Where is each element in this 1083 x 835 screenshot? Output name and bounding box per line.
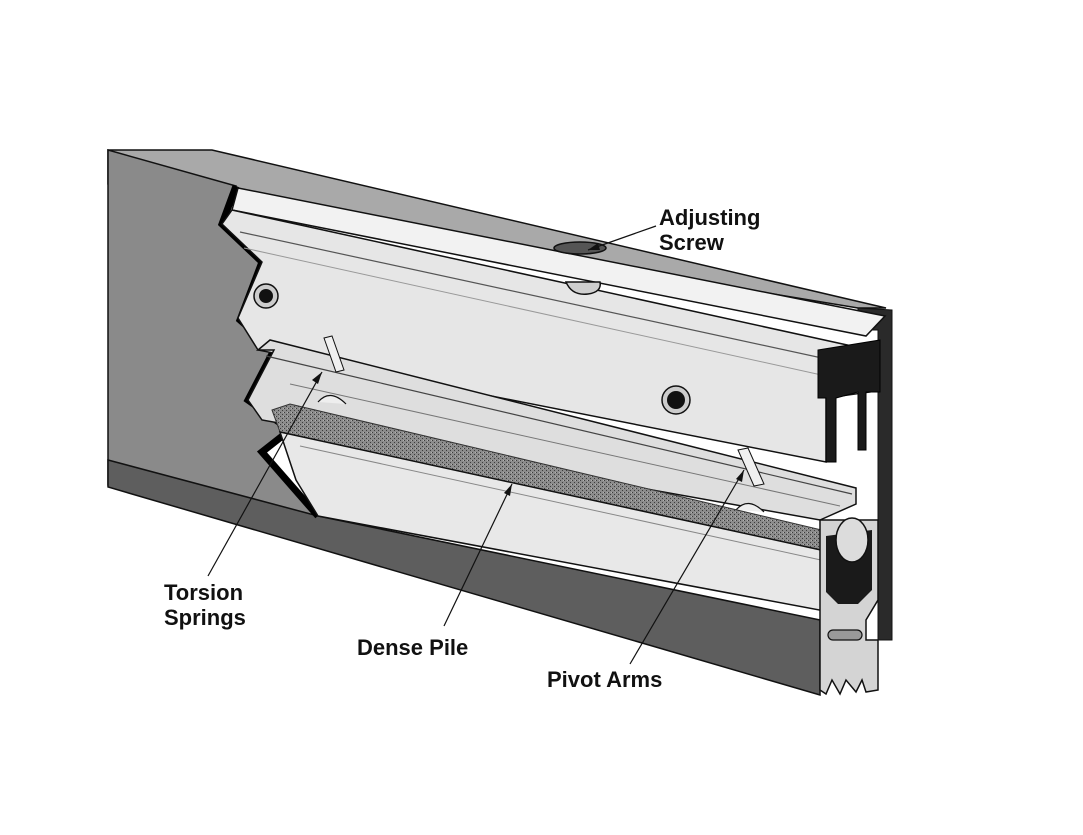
top-rail (231, 187, 887, 337)
end-roller (835, 517, 869, 563)
screw-notch (564, 281, 601, 295)
label-pivot-arms-text: Pivot Arms (547, 667, 663, 692)
leader-torsion-springs (207, 371, 323, 577)
label-torsion-springs: Torsion Springs (164, 580, 246, 630)
label-torsion-springs-line1: Torsion (164, 580, 244, 605)
label-adjusting-screw: Adjusting Screw (659, 205, 760, 255)
leader-dense-pile (443, 483, 513, 627)
end-slot (827, 629, 863, 641)
lower-face (278, 430, 831, 613)
pivot-arm-left (323, 335, 345, 373)
label-dense-pile-text: Dense Pile (357, 635, 469, 660)
label-torsion-springs-line2: Springs (164, 605, 246, 630)
label-adjusting-screw-line1: Adjusting (659, 205, 761, 230)
torsion-spring-left (317, 394, 347, 405)
label-adjusting-screw-line2: Screw (659, 230, 724, 255)
label-pivot-arms: Pivot Arms (547, 667, 662, 692)
leader-pivot-arms (629, 469, 745, 665)
adjusting-screw-hole (553, 241, 607, 255)
housing-end-cap (817, 339, 881, 463)
label-dense-pile: Dense Pile (357, 635, 468, 660)
torsion-spring-right (735, 502, 765, 513)
leader-adjusting-screw (587, 225, 657, 251)
pivot-arm-right (737, 447, 765, 487)
